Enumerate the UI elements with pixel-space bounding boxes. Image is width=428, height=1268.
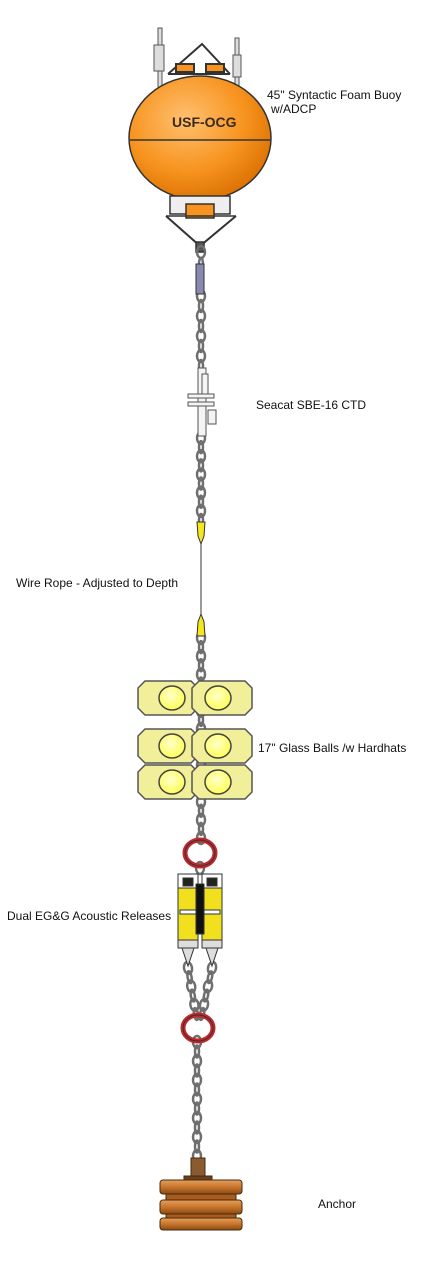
chain-link <box>197 318 205 334</box>
chain-link <box>195 328 207 344</box>
glass-ball-hardhat <box>191 680 253 716</box>
buoy-text: USF-OCG <box>172 114 237 130</box>
chain-link <box>195 448 207 464</box>
glass-ball-floats <box>137 680 253 800</box>
chain-link <box>197 494 205 510</box>
chain-link <box>193 1139 201 1154</box>
chain-link <box>191 1091 203 1107</box>
chain-link <box>197 338 205 354</box>
swivel <box>195 263 205 295</box>
chain-link <box>197 439 205 455</box>
chain-link <box>189 988 197 1003</box>
label-anchor: Anchor <box>318 1197 357 1211</box>
ctd-instrument <box>187 367 217 437</box>
label-glass-balls: 17" Glass Balls /w Hardhats <box>258 741 407 755</box>
chain-link <box>195 812 207 828</box>
chain-link <box>186 970 194 985</box>
glass-ball-hardhat <box>137 764 199 800</box>
chain-link <box>193 1120 201 1135</box>
chain-link <box>197 476 205 491</box>
chain-link <box>195 648 207 664</box>
chain-link <box>206 970 214 985</box>
label-buoy-line2: w/ADCP <box>271 102 317 116</box>
label-ctd: Seacat SBE-16 CTD <box>256 398 367 412</box>
chain-link <box>193 1044 201 1059</box>
tower-frame <box>167 42 231 75</box>
buoy-sphere <box>128 75 272 201</box>
chain-link <box>195 503 207 519</box>
chain-link <box>197 298 205 314</box>
upper-termination <box>196 521 206 546</box>
chain-link <box>191 1129 203 1145</box>
chain-link <box>191 1110 203 1126</box>
chain-link <box>193 1063 201 1078</box>
glass-ball-hardhat <box>191 764 253 800</box>
chain-link <box>189 997 200 1013</box>
bottom-frame <box>165 195 237 253</box>
chain-link <box>197 658 205 673</box>
chain-link <box>195 348 207 364</box>
glass-ball-hardhat <box>137 728 199 764</box>
anchor <box>159 1157 243 1231</box>
chain-link <box>195 467 207 482</box>
chain-link <box>191 1053 203 1069</box>
chain-link <box>198 997 210 1012</box>
lower-ring <box>180 1012 216 1044</box>
chain-link <box>202 979 214 994</box>
buoy: USF-OCG <box>128 27 272 253</box>
glass-ball-hardhat <box>191 728 253 764</box>
chain-link <box>193 1101 201 1116</box>
label-wire-rope: Wire Rope - Adjusted to Depth <box>16 576 179 590</box>
chain-link <box>191 1072 203 1088</box>
acoustic-releases <box>177 873 223 968</box>
lower-termination <box>196 612 206 637</box>
chain-link <box>195 485 207 500</box>
chain-link <box>197 458 205 473</box>
chain-link <box>195 308 207 324</box>
chain-link <box>197 639 205 655</box>
wire-rope <box>196 521 206 637</box>
chain-link <box>197 821 205 837</box>
upper-ring <box>182 837 218 869</box>
glass-ball-hardhat <box>137 680 199 716</box>
label-releases: Dual EG&G Acoustic Releases <box>7 909 172 923</box>
chain-link <box>193 1082 201 1097</box>
chain-link <box>202 988 210 1003</box>
chain-link <box>197 803 205 818</box>
chain-link <box>185 979 197 994</box>
label-buoy: 45" Syntactic Foam Buoy <box>267 88 402 102</box>
antenna-masts <box>153 27 242 91</box>
